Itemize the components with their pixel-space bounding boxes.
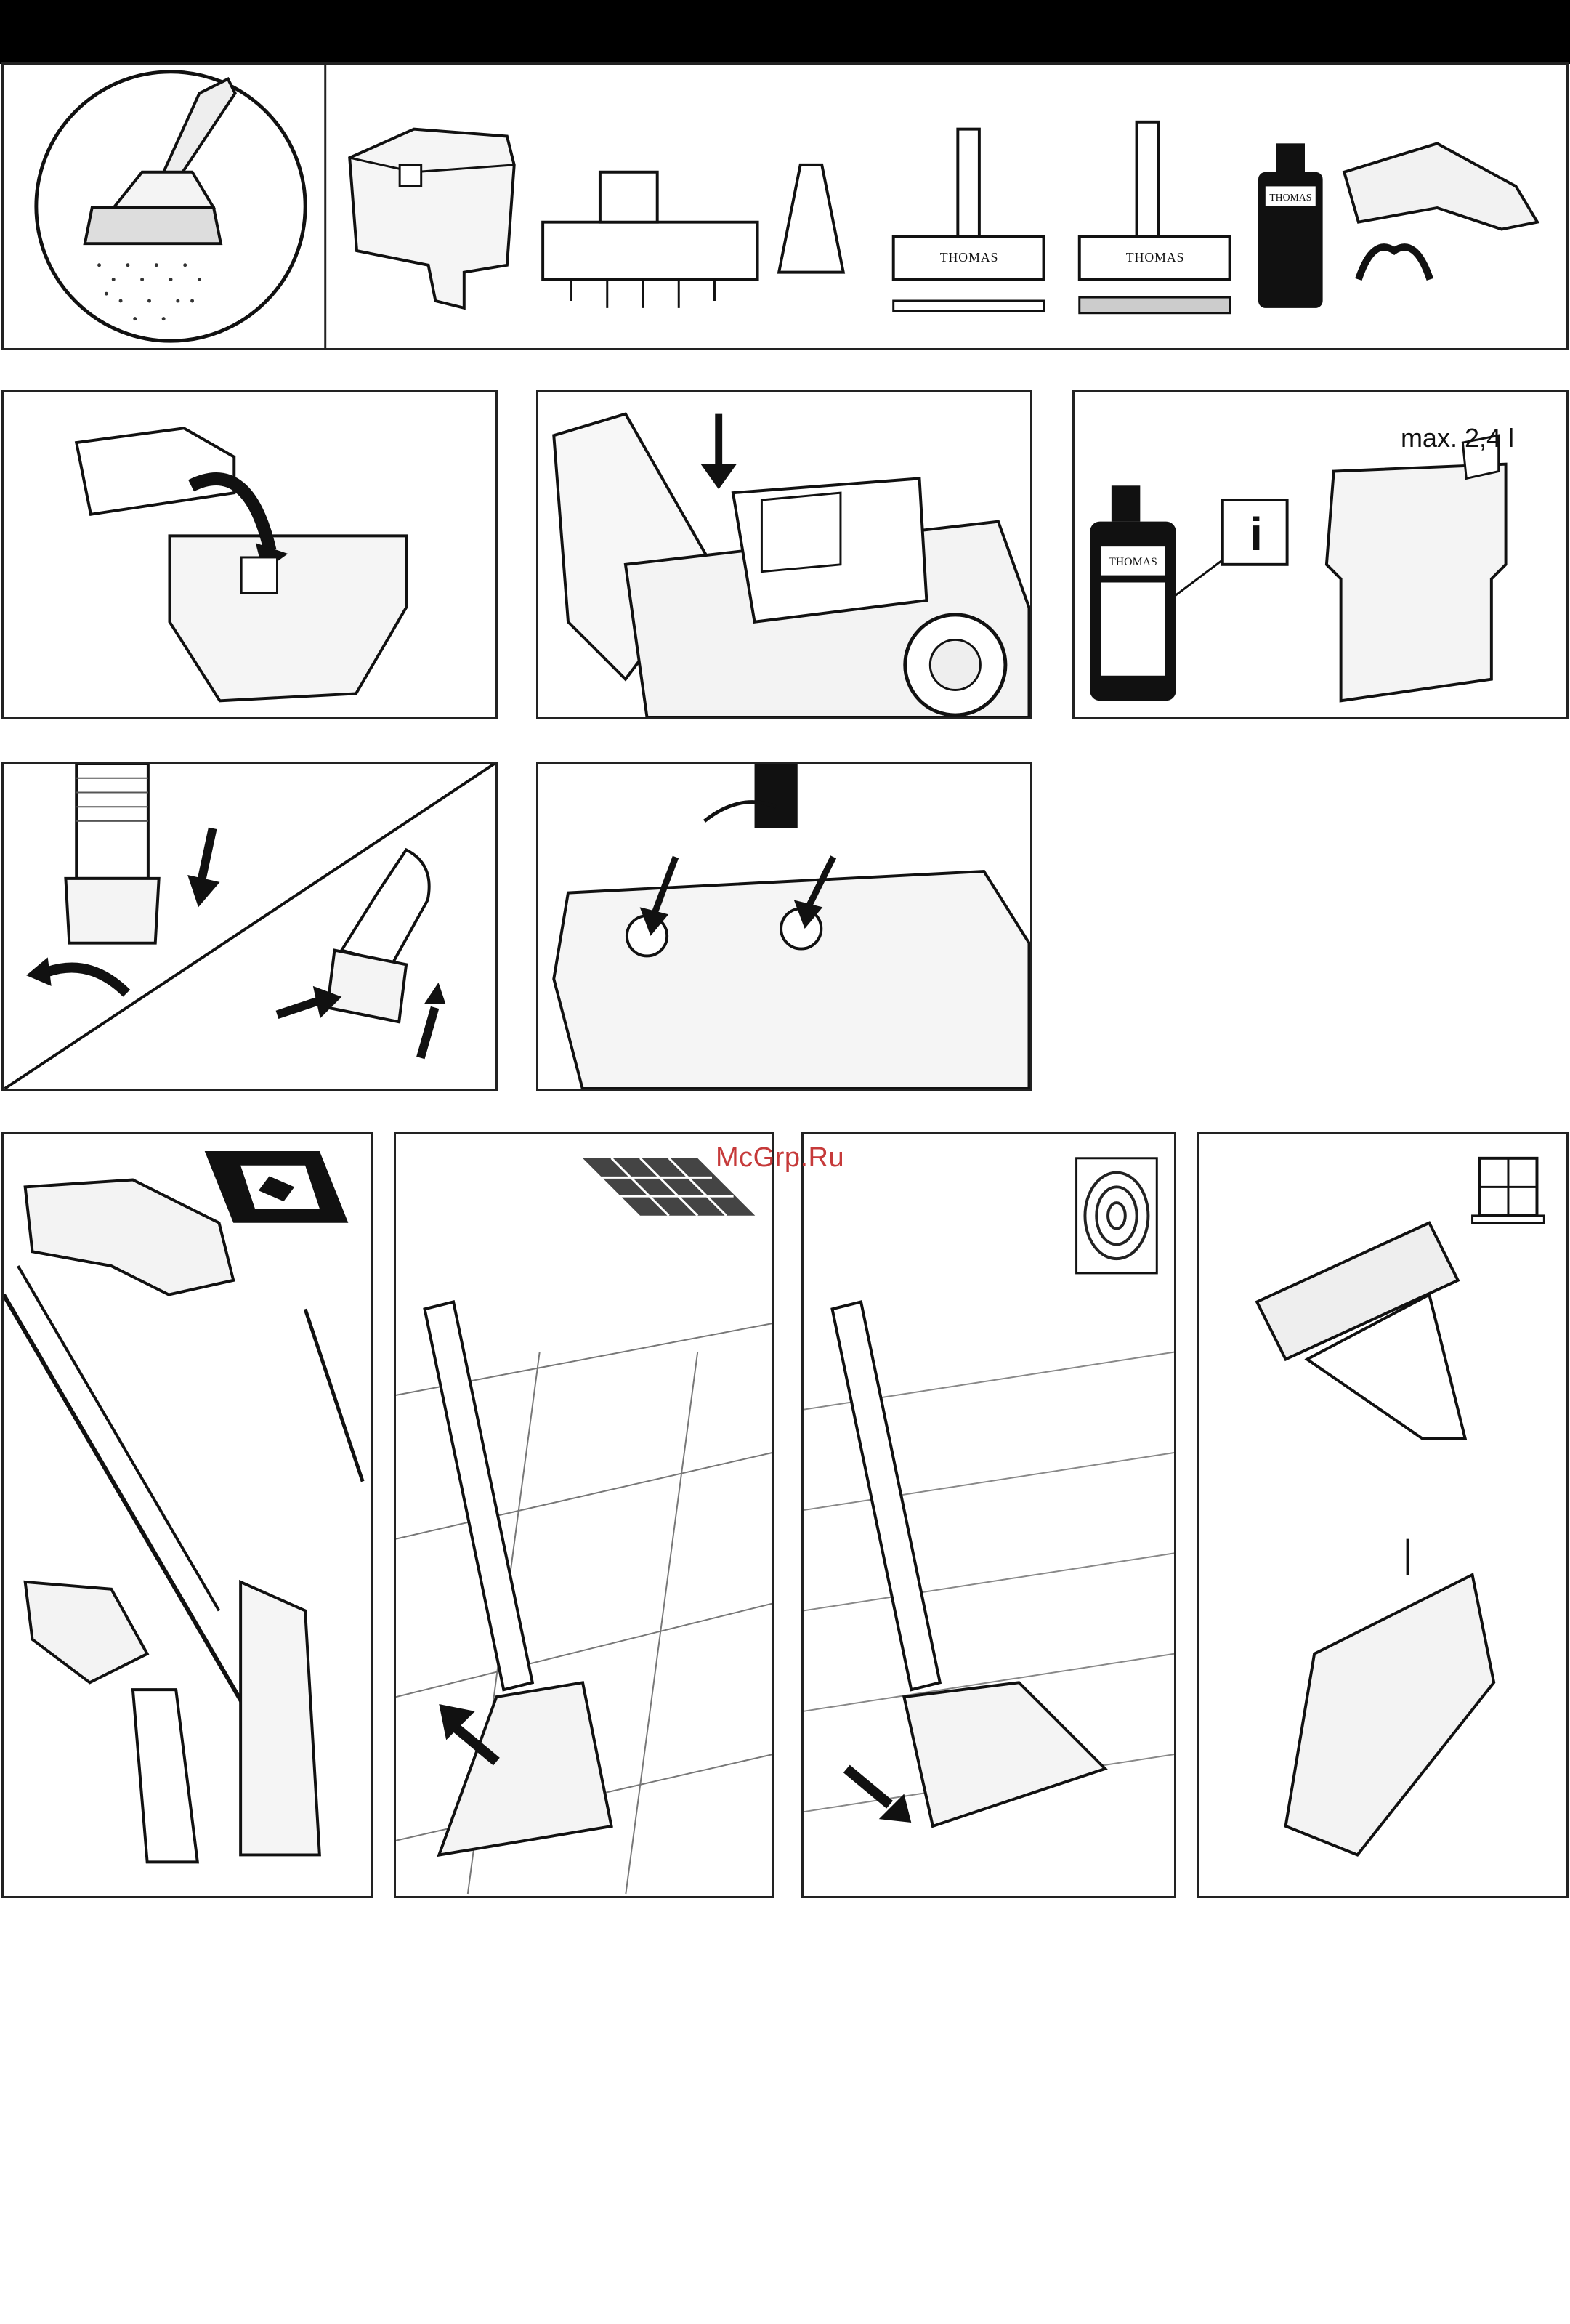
bottle-brand-label: THOMAS [1109,556,1157,568]
header-bar [0,0,1570,64]
floor-nozzle-carpet-icon: THOMAS [1080,122,1230,313]
wood-floor-illustration [804,1134,1174,1896]
detergent-bottle-icon: THOMAS [1090,485,1176,701]
max-volume-label: max. 2,4 l [1401,423,1514,453]
hose-handle-icon [1344,143,1537,229]
svg-text:THOMAS: THOMAS [940,250,999,265]
detergent-bottle-icon: THOMAS [1258,143,1323,308]
info-glyph: i [1223,501,1289,567]
tiles-cleaning-illustration [396,1134,772,1896]
bottle-brand-label: THOMAS [1269,192,1311,203]
step-window-panel [1197,1132,1569,1898]
step-fill-tank-panel: THOMAS i max. 2,4 l [1072,390,1569,719]
window-icon [1473,1158,1545,1223]
watermark-text: McGrp.Ru [716,1142,844,1174]
insert-filter-illustration [4,392,495,717]
filter-insert-icon [543,172,757,308]
upholstery-nozzle-icon [779,165,843,273]
accessories-illustration: THOMAS THOMAS THOMAS [4,65,1566,348]
water-tank-icon [349,129,514,308]
carpet-assembly-illustration [4,1134,371,1896]
step-connect-hose-panel [1,762,498,1091]
step-tiles-panel [394,1132,774,1898]
wood-floor-icon [1077,1158,1157,1273]
spray-nozzle-circle-icon [36,72,305,341]
clip-icon [1359,247,1430,279]
step-insert-filter-panel [1,390,498,719]
step-place-tank-panel [536,390,1032,719]
place-tank-illustration [538,392,1030,717]
connect-hose-illustration [4,764,495,1089]
carpet-icon [205,1151,349,1223]
step-carpet-assembly-panel [1,1132,373,1898]
accessories-panel: THOMAS THOMAS THOMAS [1,62,1569,350]
floor-nozzle-hard-icon: THOMAS [894,129,1044,311]
step-plug-socket-panel [536,762,1032,1091]
window-cleaning-illustration [1199,1134,1566,1896]
plug-socket-illustration [538,764,1030,1089]
step-wood-floor-panel [801,1132,1176,1898]
svg-text:THOMAS: THOMAS [1126,250,1185,265]
